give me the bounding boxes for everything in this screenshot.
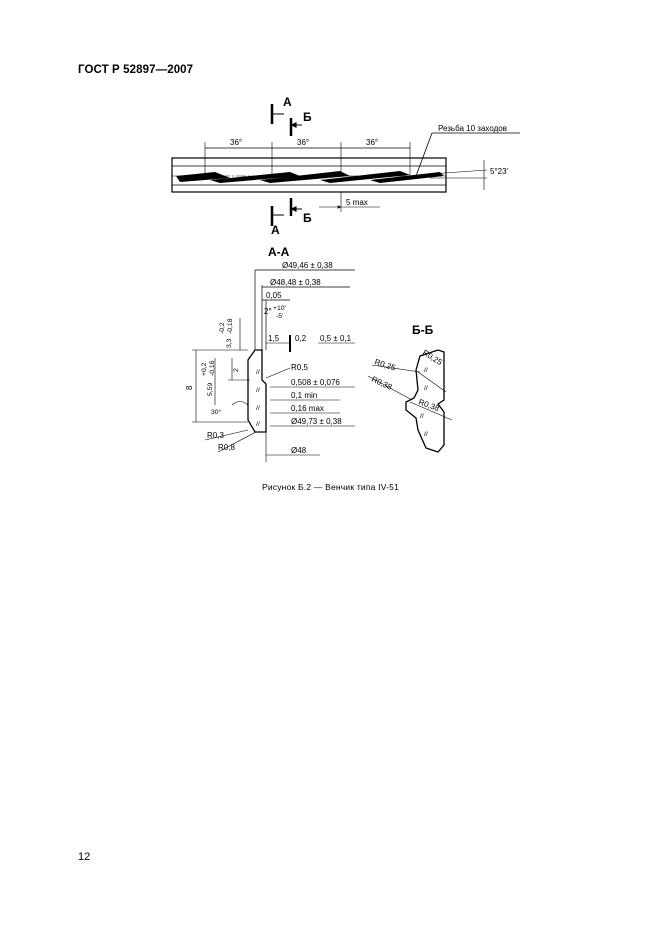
angle-label-3: 36° <box>366 138 378 147</box>
section-aa-title: А-А <box>268 245 290 259</box>
dim-r1: R0,5 <box>291 363 308 372</box>
svg-text://: // <box>424 431 428 438</box>
svg-text://: // <box>424 385 428 392</box>
dim-angle-tol-minus: -5' <box>276 313 283 320</box>
top-view: А Б 36° 36° 36° Резьба 10 заходов <box>171 95 520 237</box>
svg-text://: // <box>256 405 260 412</box>
max-note: 5 max <box>346 198 368 207</box>
dim-vert1-tol-minus: -0,18 <box>227 318 234 334</box>
dim-r2: R0,3 <box>207 431 224 440</box>
page-number: 12 <box>78 851 91 863</box>
angle-label-2: 36° <box>297 138 309 147</box>
section-b-label-top: Б <box>303 110 312 124</box>
bb-r1: R0,25 <box>373 357 397 372</box>
svg-text://: // <box>420 413 424 420</box>
dim-h3: 2 <box>233 368 240 372</box>
section-b-label-bottom: Б <box>303 211 312 225</box>
dim-angle-tol-plus: +10' <box>273 305 286 312</box>
dim-angle2: 30° <box>211 408 222 416</box>
dim-d2: Ø48,48 ± 0,38 <box>270 278 321 287</box>
section-marker-a-top: А <box>270 95 292 124</box>
dim-w3: 0,5 ± 0,1 <box>320 334 352 343</box>
section-bb: Б-Б // // // // R0,25 R0,25 R0,38 R0,38 <box>367 323 453 453</box>
section-marker-b-top: Б <box>289 110 312 136</box>
dim-h2-tol-plus: +0,2 <box>201 362 208 376</box>
dim-t1: 0,508 ± 0,076 <box>291 378 340 387</box>
thread-note: Резьба 10 заходов <box>438 124 507 133</box>
svg-text://: // <box>424 367 428 374</box>
dim-d3: 0,05 <box>266 291 282 300</box>
section-bb-title: Б-Б <box>412 323 434 337</box>
svg-text://: // <box>256 421 260 428</box>
dim-t3: 0,16 max <box>291 404 324 413</box>
dim-r3: R0,8 <box>218 443 235 452</box>
dim-w2: 0,2 <box>295 334 307 343</box>
figure-caption: Рисунок Б.2 — Венчик типа IV-51 <box>261 482 400 492</box>
section-marker-b-bottom: Б <box>289 198 312 225</box>
section-aa: А-А // // // // Ø49,46 ± 0,38 Ø48,48 ± 0… <box>185 245 355 462</box>
svg-text://: // <box>256 387 260 394</box>
dim-vert1: 3,3 <box>226 338 233 348</box>
dim-h2-tol-minus: -0,16 <box>209 360 216 376</box>
bb-r3: R0,38 <box>370 375 394 392</box>
dim-h2: 5,59 <box>207 383 214 396</box>
dim-t2: 0,1 min <box>291 391 317 400</box>
section-a-label-bottom: А <box>271 223 280 237</box>
dim-w1: 1,5 <box>268 334 280 343</box>
dim-d1: Ø49,46 ± 0,38 <box>282 261 333 270</box>
dim-h-total: 8 <box>185 385 194 390</box>
document-header: ГОСТ Р 52897—2007 <box>78 64 194 76</box>
dim-vert1-tol-plus: -0,2 <box>219 322 226 334</box>
svg-text://: // <box>256 369 260 376</box>
dim-d4: Ø49,73 ± 0,38 <box>291 417 342 426</box>
thread-angle-label: 5°23' <box>490 167 509 176</box>
angle-label-1: 36° <box>230 138 242 147</box>
section-marker-a-bottom: А <box>270 206 284 237</box>
dim-angle: 2° <box>264 307 272 316</box>
section-a-label-top: А <box>283 95 292 109</box>
dim-d5: Ø48 <box>291 446 307 455</box>
